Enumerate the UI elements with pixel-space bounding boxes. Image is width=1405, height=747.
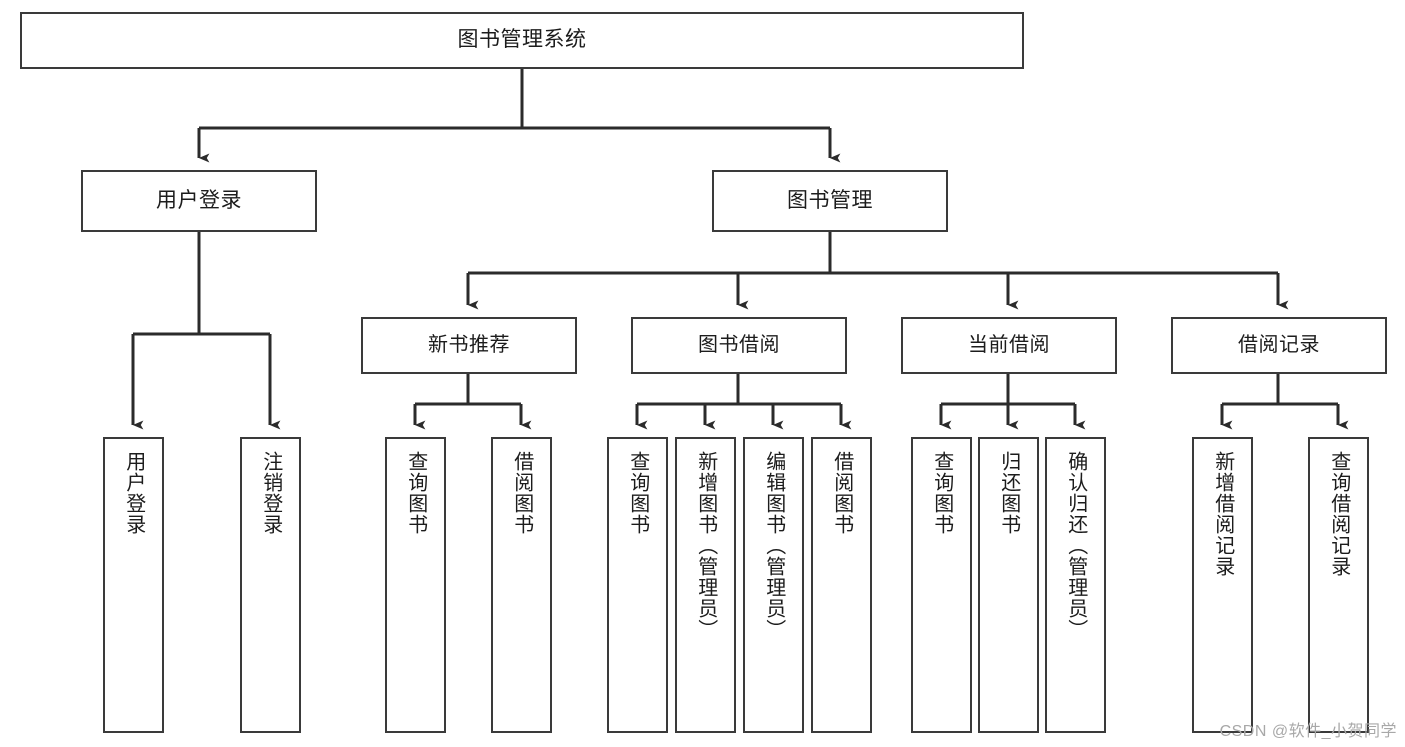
leaf-new-book-query-book[interactable]: 查询图书 (385, 437, 446, 733)
leaf-label: 借阅图书 (510, 451, 533, 535)
leaf-book-borrow-borrow-book[interactable]: 借阅图书 (811, 437, 872, 733)
leaf-label: 新增借阅记录 (1211, 451, 1234, 577)
node-borrow-record-label: 借阅记录 (1238, 333, 1320, 356)
node-new-book-recommend-label: 新书推荐 (428, 333, 510, 356)
leaf-user-login-signout[interactable]: 注销登录 (240, 437, 301, 733)
node-user-login[interactable]: 用户登录 (81, 170, 317, 232)
node-current-borrow-label: 当前借阅 (968, 333, 1050, 356)
node-user-login-label: 用户登录 (156, 188, 242, 212)
leaf-label: 借阅图书 (830, 451, 853, 535)
leaf-label: 查询图书 (626, 451, 649, 535)
leaf-new-book-borrow-book[interactable]: 借阅图书 (491, 437, 552, 733)
leaf-label: 查询图书 (404, 451, 427, 535)
leaf-book-borrow-edit-book-admin[interactable]: 编辑图书（管理员） (743, 437, 804, 733)
leaf-current-borrow-confirm-return-admin[interactable]: 确认归还（管理员） (1045, 437, 1106, 733)
node-book-borrow[interactable]: 图书借阅 (631, 317, 847, 374)
leaf-label: 归还图书 (997, 451, 1020, 535)
leaf-label: 注销登录 (259, 451, 282, 535)
leaf-label: 编辑图书（管理员） (762, 451, 785, 640)
leaf-user-login-signin[interactable]: 用户登录 (103, 437, 164, 733)
leaf-label: 确认归还（管理员） (1064, 451, 1087, 640)
leaf-borrow-record-add-record[interactable]: 新增借阅记录 (1192, 437, 1253, 733)
node-root-label: 图书管理系统 (457, 28, 587, 52)
node-borrow-record[interactable]: 借阅记录 (1171, 317, 1387, 374)
leaf-label: 用户登录 (122, 451, 145, 535)
node-book-borrow-label: 图书借阅 (698, 333, 780, 356)
node-book-management-label: 图书管理 (787, 188, 873, 212)
leaf-borrow-record-query-record[interactable]: 查询借阅记录 (1308, 437, 1369, 733)
leaf-label: 查询图书 (930, 451, 953, 535)
leaf-current-borrow-query-book[interactable]: 查询图书 (911, 437, 972, 733)
leaf-current-borrow-return-book[interactable]: 归还图书 (978, 437, 1039, 733)
node-new-book-recommend[interactable]: 新书推荐 (361, 317, 577, 374)
node-root-book-management-system[interactable]: 图书管理系统 (20, 12, 1024, 69)
leaf-book-borrow-query-book[interactable]: 查询图书 (607, 437, 668, 733)
node-book-management[interactable]: 图书管理 (712, 170, 948, 232)
leaf-label: 查询借阅记录 (1327, 451, 1350, 577)
leaf-label: 新增图书（管理员） (694, 451, 717, 640)
watermark-text: CSDN @软件_小贺同学 (1219, 723, 1397, 740)
node-current-borrow[interactable]: 当前借阅 (901, 317, 1117, 374)
leaf-book-borrow-add-book-admin[interactable]: 新增图书（管理员） (675, 437, 736, 733)
